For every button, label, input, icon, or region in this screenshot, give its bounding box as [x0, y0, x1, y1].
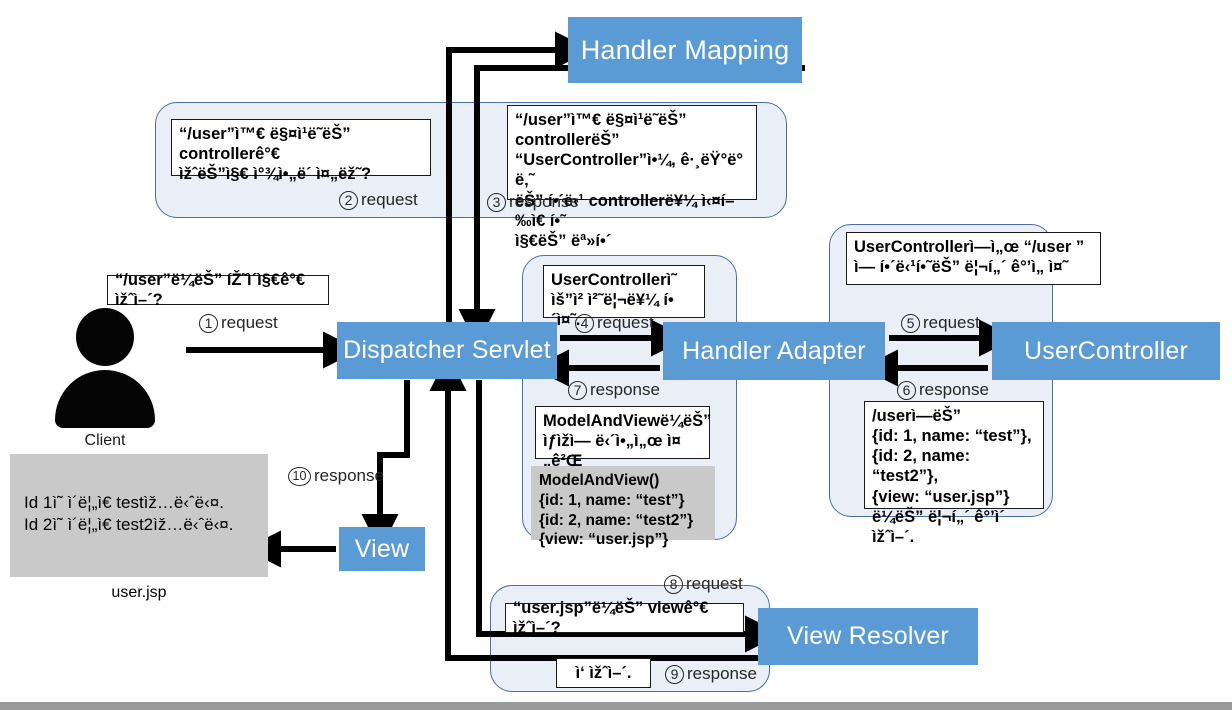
- step-5-number: 5: [901, 313, 920, 333]
- callout-mapping-response: “/user”ì™€ ë§¤ì¹­ë˜ëŠ” controllerëŠ” “Us…: [507, 105, 757, 250]
- node-handler-mapping-label: Handler Mapping: [580, 34, 790, 65]
- node-dispatcher-servlet-label: Dispatcher Servlet: [343, 336, 551, 364]
- step-2-label: 2 request: [339, 190, 418, 210]
- rendered-output-box: Id 1ì˜ ì´ë¦„ì€ testìž…ë‹ˆë‹¤. Id 2ì˜ ì´ë…: [10, 454, 268, 601]
- step-4-number: 4: [575, 313, 594, 333]
- step-6-number: 6: [897, 380, 916, 400]
- callout-mapping-request: “/user”ì™€ ë§¤ì¹­ë˜ëŠ” controllerê°€ ìžˆ…: [171, 119, 431, 183]
- callout-adapter-response: ModelAndViewë¼ëŠ” ìƒìžì— ë‹´ì•„ì„œ ì¤„ê²…: [535, 406, 711, 470]
- callout-controller-request: UserControllerì—ì„œ “/user ” ì— í•´ë‹¹í•…: [846, 232, 1101, 285]
- step-4-text: request: [597, 313, 654, 332]
- client-head-shape: [76, 308, 134, 366]
- client-caption: Client: [84, 432, 126, 449]
- callout-resolver-request: “user.jsp”ë¼ëŠ” viewê°€ ìžˆì–´?: [505, 599, 744, 637]
- node-handler-adapter-label: Handler Adapter: [682, 336, 866, 365]
- step-6-label: 6 response: [897, 380, 989, 400]
- client-avatar: [55, 308, 155, 428]
- step-9-label: 9 response: [665, 664, 757, 684]
- callout-resolver-response: ì‘ ìžˆì–´.: [556, 658, 651, 688]
- step-7-text: response: [590, 380, 660, 399]
- node-handler-mapping[interactable]: Handler Mapping: [568, 17, 802, 83]
- node-dispatcher-servlet[interactable]: Dispatcher Servlet: [337, 322, 557, 379]
- node-handler-adapter[interactable]: Handler Adapter: [663, 322, 885, 380]
- step-5-label: 5 request: [901, 313, 980, 333]
- step-9-text: response: [687, 664, 757, 683]
- step-1-label: 1 request: [199, 313, 278, 333]
- step-3-text: response: [509, 192, 579, 211]
- step-1-number: 1: [199, 313, 218, 333]
- bottom-divider: [0, 702, 1232, 710]
- step-1-text: request: [221, 313, 278, 332]
- step-3-number: 3: [487, 192, 506, 212]
- step-4-label: 4 request: [575, 313, 654, 333]
- step-7-label: 7 response: [568, 380, 660, 400]
- client-body-shape: [55, 370, 155, 428]
- step-10-number: 10: [288, 466, 311, 486]
- rendered-output-filename: user.jsp: [111, 584, 167, 601]
- node-view-label: View: [354, 534, 410, 563]
- step-8-text: request: [686, 574, 743, 593]
- model-and-view-box: ModelAndView() {id: 1, name: “test”} {id…: [531, 466, 715, 548]
- step-10-label: 10 response: [288, 466, 384, 486]
- step-5-text: request: [923, 313, 980, 332]
- step-8-label: 8 request: [664, 574, 743, 594]
- step-7-number: 7: [568, 380, 587, 400]
- node-user-controller-label: UserController: [1024, 336, 1188, 365]
- callout-adapter-request: UserControllerì˜ ìš”ì²­ ì²˜ë¦¬ë¥¼ í•´ì¤˜…: [543, 265, 705, 329]
- step-10-text: response: [314, 466, 384, 485]
- node-view[interactable]: View: [339, 527, 425, 571]
- rendered-output-text: Id 1ì˜ ì´ë¦„ì€ testìž…ë‹ˆë‹¤. Id 2ì˜ ì´ë…: [24, 492, 234, 534]
- node-view-resolver[interactable]: View Resolver: [758, 608, 978, 665]
- step-2-number: 2: [339, 190, 358, 210]
- callout-client-question: “/user”ë¼ëŠ” íŽ˜ì´ì§€ê°€ ìžˆì–´?: [107, 271, 329, 309]
- step-9-number: 9: [665, 664, 684, 684]
- step-8-number: 8: [664, 574, 683, 594]
- step-3-label: 3 response: [487, 192, 579, 212]
- step-2-text: request: [361, 190, 418, 209]
- callout-controller-response: /userì—ëŠ” {id: 1, name: “test”}, {id: 2…: [864, 401, 1044, 546]
- step-6-text: response: [919, 380, 989, 399]
- node-user-controller[interactable]: UserController: [992, 322, 1220, 380]
- node-view-resolver-label: View Resolver: [787, 622, 949, 650]
